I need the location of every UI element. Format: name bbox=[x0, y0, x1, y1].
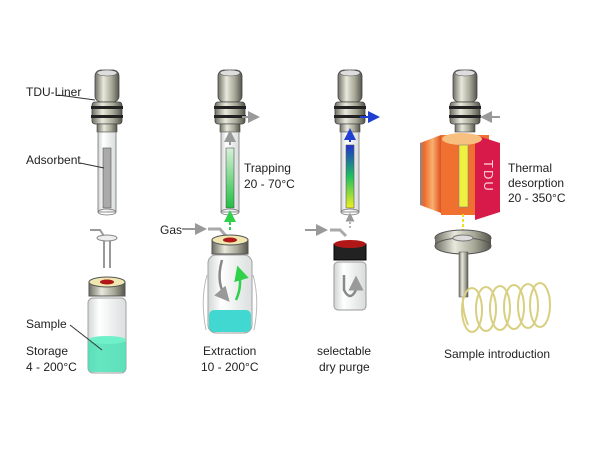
label-extraction-temp: 10 - 200°C bbox=[201, 360, 259, 374]
tdu-heater: TDU bbox=[420, 133, 500, 230]
adsorbent-bed bbox=[102, 147, 112, 209]
liner-storage bbox=[90, 69, 124, 216]
liner-thermal-desorption bbox=[448, 69, 500, 133]
label-dry-purge-2: dry purge bbox=[319, 360, 370, 374]
leader-adsorbent bbox=[79, 162, 105, 169]
transfer-adapter bbox=[90, 229, 118, 268]
injector-and-column bbox=[434, 229, 551, 333]
label-storage-temp: 4 - 200°C bbox=[26, 360, 77, 374]
leader-tdu-liner bbox=[57, 94, 96, 101]
extraction-vial bbox=[182, 223, 258, 334]
label-tdu-liner: TDU-Liner bbox=[26, 85, 81, 99]
label-gas: Gas bbox=[160, 223, 182, 237]
liner-dry-purge bbox=[333, 69, 380, 228]
capillary-column-coil bbox=[461, 282, 551, 333]
label-adsorbent: Adsorbent bbox=[26, 153, 81, 167]
label-trapping: Trapping bbox=[244, 161, 291, 175]
heater-label: TDU bbox=[481, 160, 496, 193]
label-trapping-temp: 20 - 70°C bbox=[244, 177, 295, 191]
label-extraction: Extraction bbox=[203, 344, 256, 358]
label-dry-purge-1: selectable bbox=[317, 344, 371, 358]
label-sample: Sample bbox=[26, 317, 67, 331]
label-sample-introduction: Sample introduction bbox=[444, 347, 550, 361]
label-desorption: desorption bbox=[508, 176, 564, 190]
label-desorption-temp: 20 - 350°C bbox=[508, 191, 566, 205]
label-thermal: Thermal bbox=[508, 161, 552, 175]
leader-sample bbox=[69, 324, 103, 351]
sample-vial-storage bbox=[87, 276, 127, 374]
dry-purge-vial bbox=[305, 224, 367, 311]
liner-trapping bbox=[213, 69, 260, 230]
label-storage: Storage bbox=[26, 344, 68, 358]
